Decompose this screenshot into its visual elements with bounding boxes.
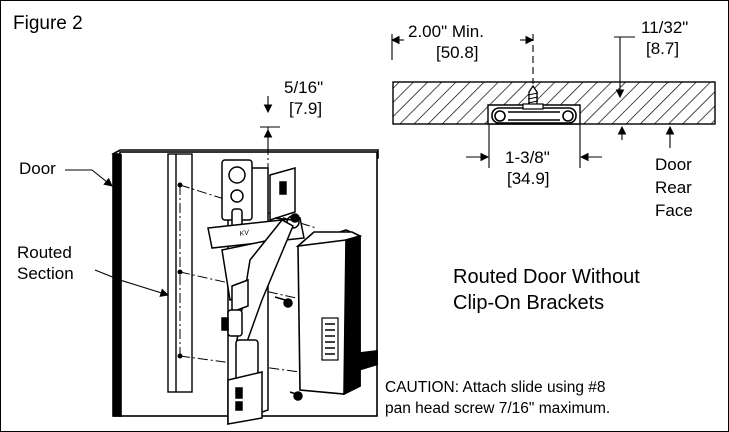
rear-face-label-1: Door <box>655 155 692 174</box>
caption-line-1: Routed Door Without <box>453 266 640 288</box>
routed-groove <box>167 153 193 393</box>
brand-mark: KV <box>239 229 251 238</box>
routed-label-1: Routed <box>17 243 72 262</box>
hole-marks <box>177 182 183 359</box>
slide-profile <box>491 107 577 124</box>
groove-depth-inches: 11/32" <box>641 18 689 37</box>
door-label: Door <box>19 159 56 178</box>
offset-mm: [7.9] <box>289 99 323 118</box>
figure-title: Figure 2 <box>13 13 83 34</box>
slide-mechanism <box>207 159 305 426</box>
door-cross-section <box>392 81 716 125</box>
groove-width-inches: 1-3/8" <box>505 148 550 167</box>
screw <box>274 213 303 401</box>
rear-face-label-3: Face <box>655 201 693 220</box>
groove-depth-mm: [8.7] <box>646 39 680 58</box>
min-distance-inches: 2.00" Min. <box>408 22 484 41</box>
screw-section <box>522 84 544 110</box>
caution-line-1: CAUTION: Attach slide using #8 <box>385 379 606 396</box>
caution-line-2: pan head screw 7/16" maximum. <box>385 400 611 417</box>
section-dimensions <box>390 34 715 168</box>
groove-width-mm: [34.9] <box>507 169 550 188</box>
caption-line-2: Clip-On Brackets <box>453 292 605 314</box>
offset-inches: 5/16" <box>284 78 324 97</box>
min-distance-mm: [50.8] <box>436 43 479 62</box>
slide-cover <box>295 229 363 396</box>
leader-arrows <box>65 96 280 297</box>
routed-label-2: Section <box>17 264 74 283</box>
rear-face-label-2: Rear <box>655 178 692 197</box>
